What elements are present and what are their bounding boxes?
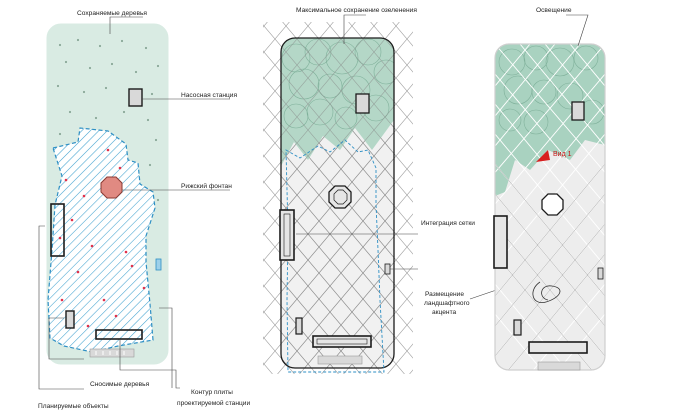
label-lighting: Освещение <box>536 7 572 14</box>
planned-object-bottom-3 <box>528 341 588 354</box>
label-slab-contour-2: проектируемой станции <box>177 399 250 407</box>
landscape-accent-marker <box>384 263 391 275</box>
blue-marker <box>155 258 162 271</box>
landscape-marker-3 <box>597 267 604 280</box>
label-slab-contour-1: Контур плиты <box>191 389 233 396</box>
preserved-tree-dots <box>56 38 160 202</box>
fountain-octagon <box>100 176 123 199</box>
label-max-greenery: Максимальное сохранение озеленения <box>296 7 417 14</box>
label-landscape-1: Размещение <box>425 291 464 298</box>
steps-bottom-2 <box>317 355 363 365</box>
panel-lighting: Вид 1 Освещение <box>493 7 606 371</box>
planned-object-small-3 <box>513 319 522 336</box>
label-fountain: Рижский фонтан <box>181 182 232 190</box>
label-landscape-3: акцента <box>432 309 457 316</box>
label-landscape-2: ландшафтного <box>424 300 470 307</box>
planned-object-left-2 <box>279 209 295 261</box>
planned-object-left-3 <box>493 215 508 269</box>
planned-object-left <box>50 203 65 257</box>
pump-station-3 <box>571 101 585 121</box>
planned-object-small-2 <box>295 317 303 335</box>
fountain-octagon-3 <box>541 193 564 216</box>
panel3-leader <box>566 14 589 47</box>
label-planned-objects: Планируемые объекты <box>38 402 109 410</box>
steps-bottom <box>89 348 135 358</box>
landscape-accent-curve <box>532 281 561 304</box>
panel-existing-conditions: Сохраняемые деревья Насосная станция Риж… <box>38 10 250 410</box>
panel1-leaders <box>38 16 230 390</box>
fountain-octagon-2 <box>328 185 352 209</box>
steps-bottom-3 <box>537 361 581 371</box>
label-removed-trees: Сносимые деревья <box>90 381 150 388</box>
panel2-leaders <box>296 14 418 270</box>
label-grid-integration: Интеграция сетки <box>421 220 475 227</box>
lighting-green-zone <box>495 44 605 196</box>
planned-object-small <box>65 310 75 329</box>
label-view: Вид 1 <box>553 151 572 158</box>
removed-tree-dots <box>58 148 146 328</box>
planned-object-bottom-2 <box>312 335 372 348</box>
label-pump-station: Насосная станция <box>181 92 237 99</box>
removed-trees-zone <box>47 127 156 353</box>
panel-greenery-grid: Максимальное сохранение озеленения Интег… <box>263 7 541 374</box>
view-arrow <box>536 150 550 162</box>
panel2-frame <box>280 37 395 369</box>
label-preserved-trees: Сохраняемые деревья <box>77 10 147 17</box>
slab-contour-dashed <box>285 139 385 373</box>
planned-object-bottom <box>95 329 143 340</box>
pump-station-2 <box>355 93 370 114</box>
pump-station <box>128 88 143 107</box>
